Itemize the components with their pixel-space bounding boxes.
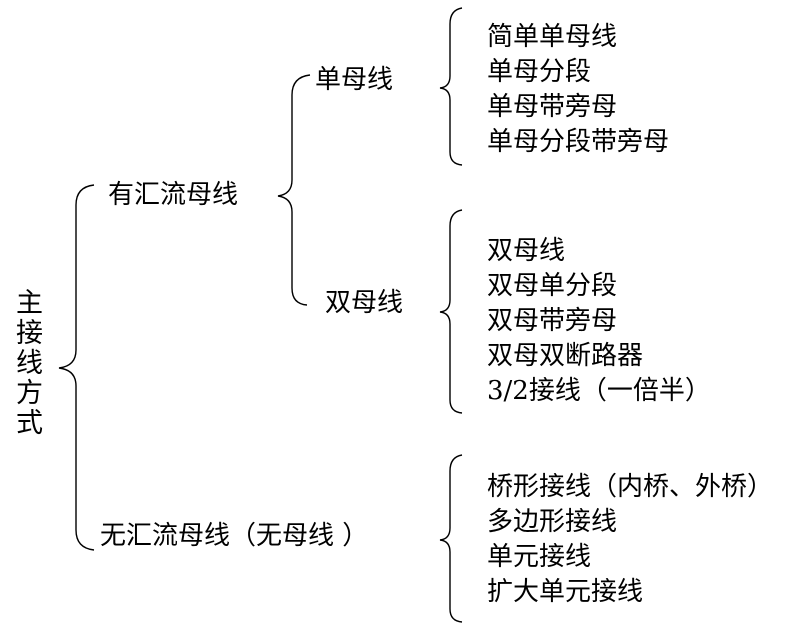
double-bus-items: 双母线 双母单分段 双母带旁母 双母双断路器 3/2接线（一倍半） — [487, 234, 711, 409]
list-item: 3/2接线（一倍半） — [487, 376, 711, 406]
list-item: 双母单分段 — [487, 271, 618, 301]
single-bus-items: 简单单母线 单母分段 单母带旁母 单母分段带旁母 — [487, 20, 669, 160]
node-without-busbar: 无汇流母线（无母线 ） — [100, 521, 369, 551]
node-with-busbar: 有汇流母线 — [108, 180, 239, 210]
list-item: 单母分段 — [487, 57, 592, 87]
list-item: 单元接线 — [487, 542, 592, 572]
list-item: 多边形接线 — [487, 507, 618, 537]
node-double-bus: 双母线 — [325, 288, 404, 318]
double-bus-brace — [439, 209, 463, 414]
node-single-bus: 单母线 — [315, 65, 394, 95]
single-bus-brace — [439, 7, 463, 166]
list-item: 桥形接线（内桥、外桥） — [487, 472, 774, 502]
list-item: 单母带旁母 — [487, 92, 618, 122]
list-item: 双母双断路器 — [487, 341, 644, 371]
no-bus-brace — [439, 454, 463, 623]
root-label: 主接线方式 — [11, 288, 42, 438]
list-item: 单母分段带旁母 — [487, 127, 670, 157]
root-brace — [58, 184, 95, 551]
no-bus-items: 桥形接线（内桥、外桥） 多边形接线 单元接线 扩大单元接线 — [487, 470, 773, 610]
list-item: 双母带旁母 — [487, 306, 618, 336]
list-item: 简单单母线 — [487, 22, 618, 52]
busbar-brace — [277, 74, 311, 306]
list-item: 扩大单元接线 — [487, 577, 644, 607]
list-item: 双母线 — [487, 236, 566, 266]
